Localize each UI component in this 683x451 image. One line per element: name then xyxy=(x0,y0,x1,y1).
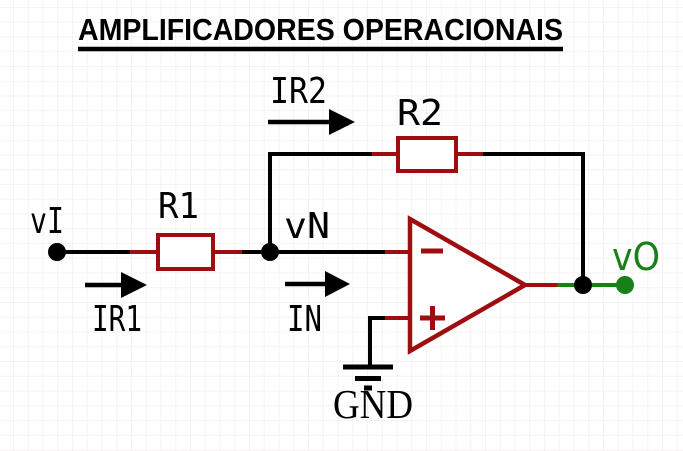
opamp xyxy=(385,215,557,355)
resistor-r2 xyxy=(372,136,483,173)
output-junction-dot xyxy=(574,276,592,294)
label-vo: vO xyxy=(612,235,660,279)
label-ir1: IR1 xyxy=(92,299,142,340)
label-vi: vI xyxy=(30,201,64,242)
label-gnd: GND xyxy=(333,381,413,427)
page-title: AMPLIFICADORES OPERACIONAIS xyxy=(78,13,563,47)
r2-body xyxy=(396,136,458,173)
output-terminal-dot xyxy=(616,276,634,294)
current-arrow-ir2 xyxy=(268,109,355,135)
node-vi-dot xyxy=(48,243,66,261)
resistor-r1 xyxy=(130,233,242,271)
gnd-symbol xyxy=(343,364,393,391)
label-ir2: IR2 xyxy=(270,71,327,112)
r1-body xyxy=(156,233,215,271)
label-in: IN xyxy=(287,299,322,340)
current-arrow-ir1 xyxy=(85,272,147,298)
opamp-plus-icon xyxy=(420,306,445,330)
current-arrow-in xyxy=(285,271,350,297)
label-vn: vN xyxy=(284,206,330,247)
node-vn-dot xyxy=(261,243,279,261)
label-r1: R1 xyxy=(158,186,199,227)
label-r2: R2 xyxy=(397,93,443,134)
opamp-triangle xyxy=(407,215,530,355)
